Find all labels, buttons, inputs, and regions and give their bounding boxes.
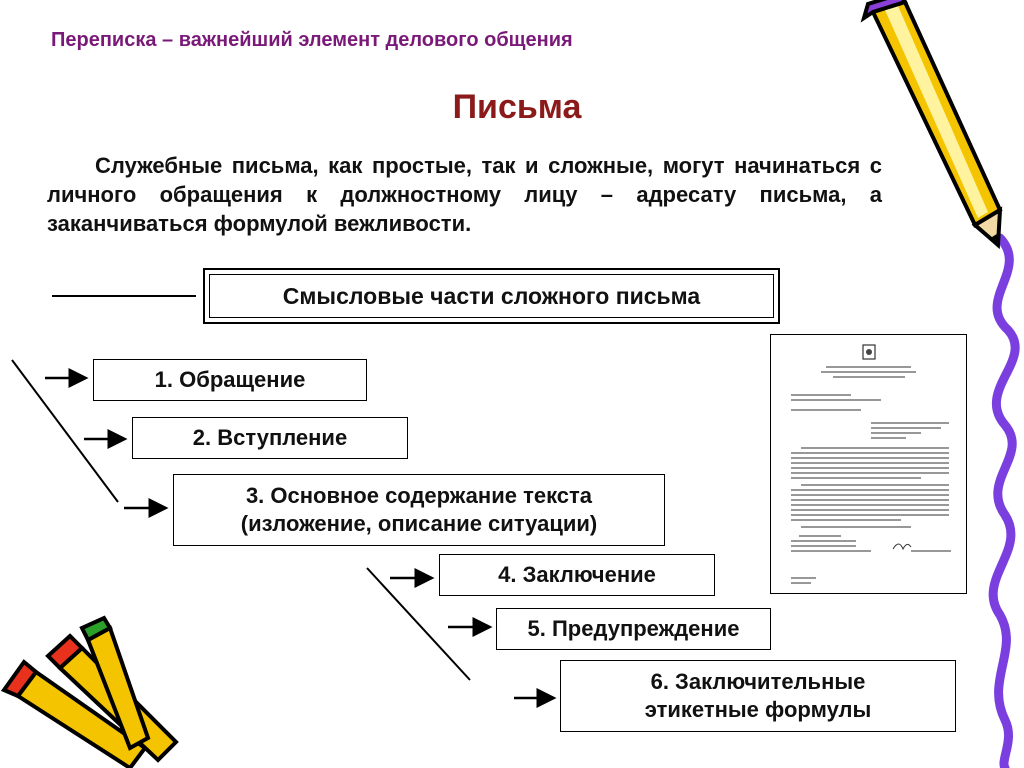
slide-subtitle: Переписка – важнейший элемент делового о… bbox=[51, 29, 573, 51]
step-label-4: 4. Заключение bbox=[498, 562, 656, 587]
step-label-5: 5. Предупреждение bbox=[527, 616, 740, 641]
pencils-icon bbox=[0, 615, 179, 768]
step-box-2: 2. Вступление bbox=[132, 417, 408, 459]
group2-diagonal-line bbox=[366, 567, 471, 681]
step-label-1: 1. Обращение bbox=[154, 367, 306, 392]
step-box-6: 6. Заключительные этикетные формулы bbox=[560, 660, 956, 732]
header-box: Смысловые части сложного письма bbox=[203, 268, 780, 324]
step-label-3a: 3. Основное содержание текста bbox=[245, 483, 593, 508]
slide-title: Письма bbox=[452, 88, 582, 126]
header-box-label: Смысловые части сложного письма bbox=[282, 282, 701, 309]
step-box-5: 5. Предупреждение bbox=[496, 608, 771, 650]
step-box-4: 4. Заключение bbox=[439, 554, 715, 596]
step-box-1: 1. Обращение bbox=[93, 359, 367, 401]
step-label-3b: (изложение, описание ситуации) bbox=[240, 511, 598, 536]
pencil-icon bbox=[860, 0, 1003, 250]
group1-diagonal-line bbox=[11, 359, 119, 503]
step-label-6b: этикетные формулы bbox=[644, 697, 872, 722]
step-box-3: 3. Основное содержание текста (изложение… bbox=[173, 474, 665, 546]
squiggle-line bbox=[988, 233, 1020, 768]
body-paragraph: Служебные письма, как простые, так и сло… bbox=[47, 153, 882, 236]
arrows bbox=[45, 368, 557, 708]
step-label-6a: 6. Заключительные bbox=[650, 669, 866, 694]
document-thumbnail-icon bbox=[770, 334, 967, 594]
step-label-2: 2. Вступление bbox=[192, 425, 348, 450]
document-thumbnail-drawing bbox=[791, 344, 951, 584]
